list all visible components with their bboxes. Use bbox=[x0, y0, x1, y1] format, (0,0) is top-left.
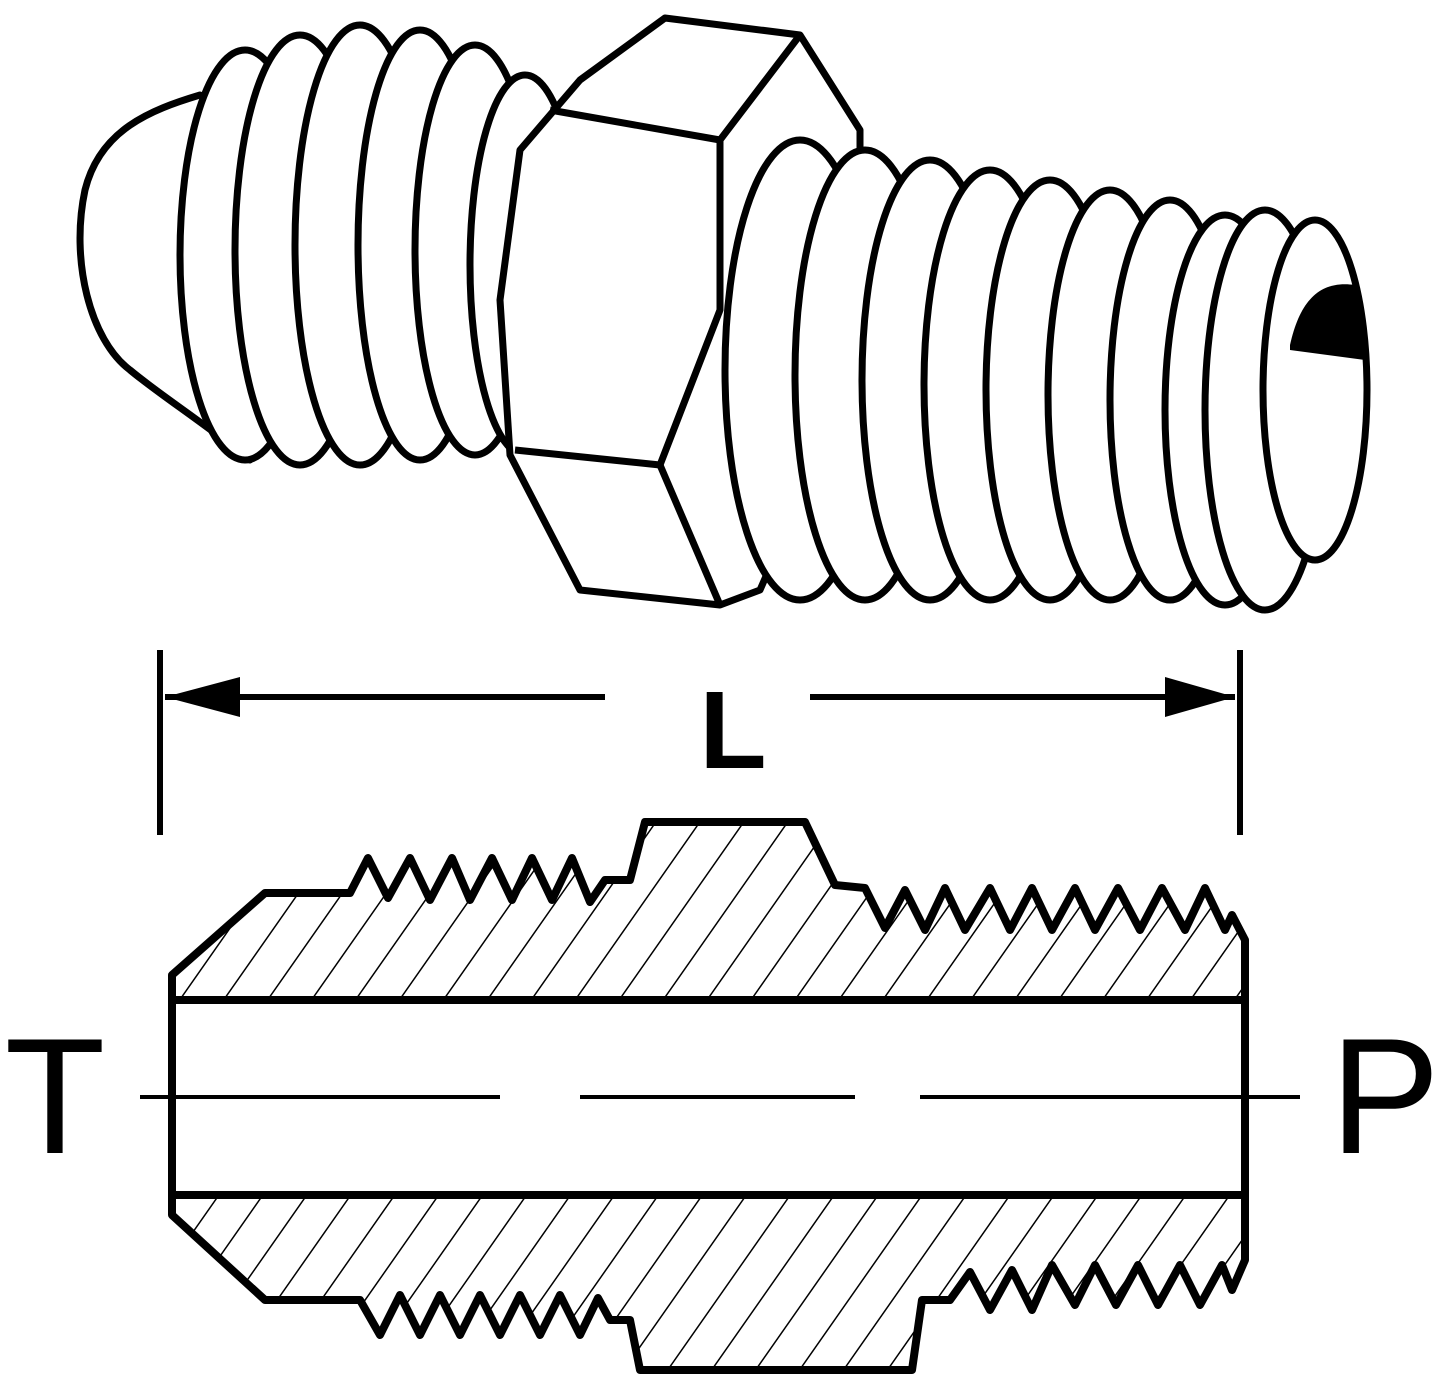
bore-opening bbox=[1259, 216, 1371, 564]
section-view bbox=[140, 818, 1300, 1374]
right-threads bbox=[721, 136, 1329, 614]
arrow-left-icon bbox=[165, 677, 240, 717]
end-label-p: P bbox=[1330, 1004, 1440, 1188]
isometric-view bbox=[76, 14, 1371, 614]
dimension-L bbox=[157, 650, 1243, 835]
dimension-label: L bbox=[699, 669, 766, 792]
end-label-t: T bbox=[5, 1004, 106, 1188]
upper-wall-section bbox=[168, 818, 1249, 1004]
arrow-right-icon bbox=[1165, 677, 1235, 717]
lower-wall-section bbox=[168, 1191, 1249, 1374]
bore-shadow bbox=[1290, 284, 1365, 360]
